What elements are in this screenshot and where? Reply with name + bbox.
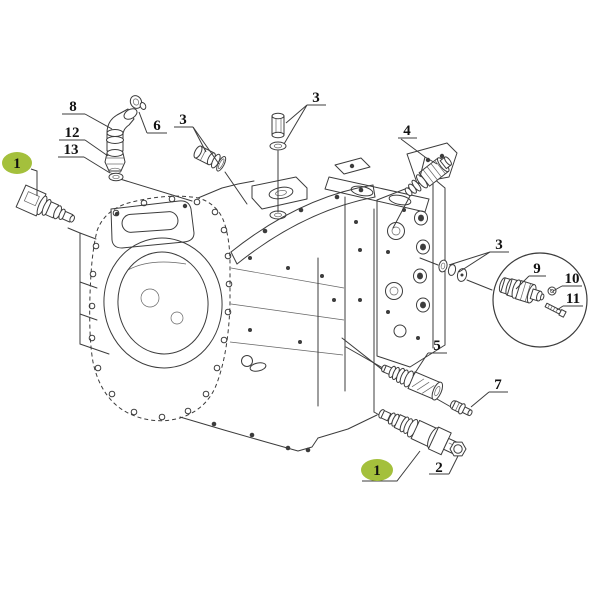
callout-leader-line bbox=[448, 251, 491, 266]
callout-4[interactable]: 4 bbox=[398, 123, 438, 178]
connector-fitting bbox=[129, 95, 147, 110]
callout-5[interactable]: 5 bbox=[412, 338, 447, 377]
callout-leader-line bbox=[400, 138, 438, 165]
highlight-oval[interactable] bbox=[2, 152, 32, 174]
callout-leader-line bbox=[30, 168, 38, 196]
callout-9[interactable]: 9 bbox=[515, 261, 546, 290]
top-bracket bbox=[110, 200, 195, 249]
callout-leader-line bbox=[192, 126, 220, 165]
pressure-switch-bottom bbox=[378, 409, 459, 456]
center-casting bbox=[197, 157, 430, 413]
callout-label-4[interactable]: 4 bbox=[403, 123, 411, 139]
detail-circle bbox=[492, 252, 588, 348]
sensor-detail-9 bbox=[498, 277, 545, 304]
callout-11[interactable]: 11 bbox=[556, 291, 583, 311]
callout-leader-line bbox=[556, 305, 564, 311]
callout-leader-line bbox=[552, 285, 563, 292]
highlight-oval[interactable] bbox=[361, 459, 393, 481]
callout-label-5[interactable]: 5 bbox=[433, 338, 441, 354]
callout-leader-line bbox=[412, 352, 429, 377]
callout-7[interactable]: 7 bbox=[470, 377, 508, 408]
elbow-fitting bbox=[106, 108, 138, 152]
callout-leader-line bbox=[83, 156, 111, 174]
callout-10[interactable]: 10 bbox=[552, 271, 582, 292]
callout-label-10[interactable]: 10 bbox=[565, 271, 580, 287]
flange-side-band bbox=[67, 227, 110, 355]
transmission-housing-art bbox=[67, 142, 458, 453]
arch-bracket bbox=[230, 184, 376, 265]
callout-label-13[interactable]: 13 bbox=[64, 142, 79, 158]
mount-reference-lines bbox=[119, 150, 493, 417]
filter-element bbox=[104, 149, 126, 175]
callout-2[interactable]: 2 bbox=[429, 455, 459, 476]
screw-detail-10 bbox=[547, 286, 557, 296]
callout-leader-line bbox=[138, 111, 148, 134]
callout-label-1-bottom[interactable]: 1 bbox=[373, 463, 381, 479]
valve-ports bbox=[385, 208, 430, 340]
callout-leader-line bbox=[458, 251, 491, 273]
bell-housing bbox=[67, 195, 233, 422]
callout-3-left[interactable]: 3 bbox=[174, 112, 220, 165]
callout-leader-line bbox=[84, 139, 109, 157]
plug-top bbox=[269, 112, 287, 151]
callout-label-8[interactable]: 8 bbox=[69, 99, 77, 115]
callout-1-top[interactable]: 1 bbox=[2, 152, 38, 196]
separator-plate-edges bbox=[344, 196, 375, 413]
bottom-flange bbox=[179, 414, 378, 453]
bell-flange-bolts bbox=[88, 195, 233, 421]
hex-nut bbox=[449, 441, 467, 457]
callout-leader-line bbox=[515, 275, 530, 290]
sensor-top-right bbox=[404, 156, 452, 197]
callout-leader-line bbox=[419, 156, 426, 178]
callout-leader-line bbox=[470, 391, 490, 408]
callout-8[interactable]: 8 bbox=[62, 99, 113, 130]
callout-leader-line bbox=[285, 104, 308, 124]
callout-label-12[interactable]: 12 bbox=[65, 125, 80, 141]
callout-label-3-right[interactable]: 3 bbox=[495, 237, 503, 253]
seal-set-right bbox=[438, 259, 468, 282]
sealing-washer bbox=[108, 172, 124, 182]
fitting-7 bbox=[449, 400, 473, 417]
rib-lines bbox=[229, 220, 362, 372]
sensor-left bbox=[193, 145, 227, 172]
callout-6[interactable]: 6 bbox=[138, 111, 167, 134]
callout-13[interactable]: 13 bbox=[58, 142, 111, 174]
callout-3-top[interactable]: 3 bbox=[283, 90, 326, 145]
callout-label-6[interactable]: 6 bbox=[153, 118, 161, 134]
callout-label-9[interactable]: 9 bbox=[533, 261, 541, 277]
callout-leader-line bbox=[192, 126, 207, 153]
callout-label-2[interactable]: 2 bbox=[435, 460, 443, 476]
callout-label-3-left[interactable]: 3 bbox=[179, 112, 187, 128]
callout-12[interactable]: 12 bbox=[59, 125, 109, 157]
callout-1-bottom[interactable]: 1 bbox=[361, 450, 421, 482]
pressure-switch-top-left bbox=[15, 184, 75, 223]
callout-label-11[interactable]: 11 bbox=[566, 291, 580, 307]
callout-leader-line bbox=[448, 455, 459, 475]
callout-label-1-top[interactable]: 1 bbox=[13, 156, 21, 172]
clutch-opening bbox=[103, 237, 223, 369]
callout-label-7[interactable]: 7 bbox=[494, 377, 502, 393]
callout-label-3-top[interactable]: 3 bbox=[312, 90, 320, 106]
pin-detail-11 bbox=[544, 302, 567, 318]
callout-leader-line bbox=[362, 450, 421, 482]
callout-leader-line bbox=[283, 104, 308, 145]
solenoid-valve bbox=[381, 364, 444, 401]
callout-leader-line bbox=[84, 113, 113, 130]
callout-3-right[interactable]: 3 bbox=[448, 237, 509, 273]
